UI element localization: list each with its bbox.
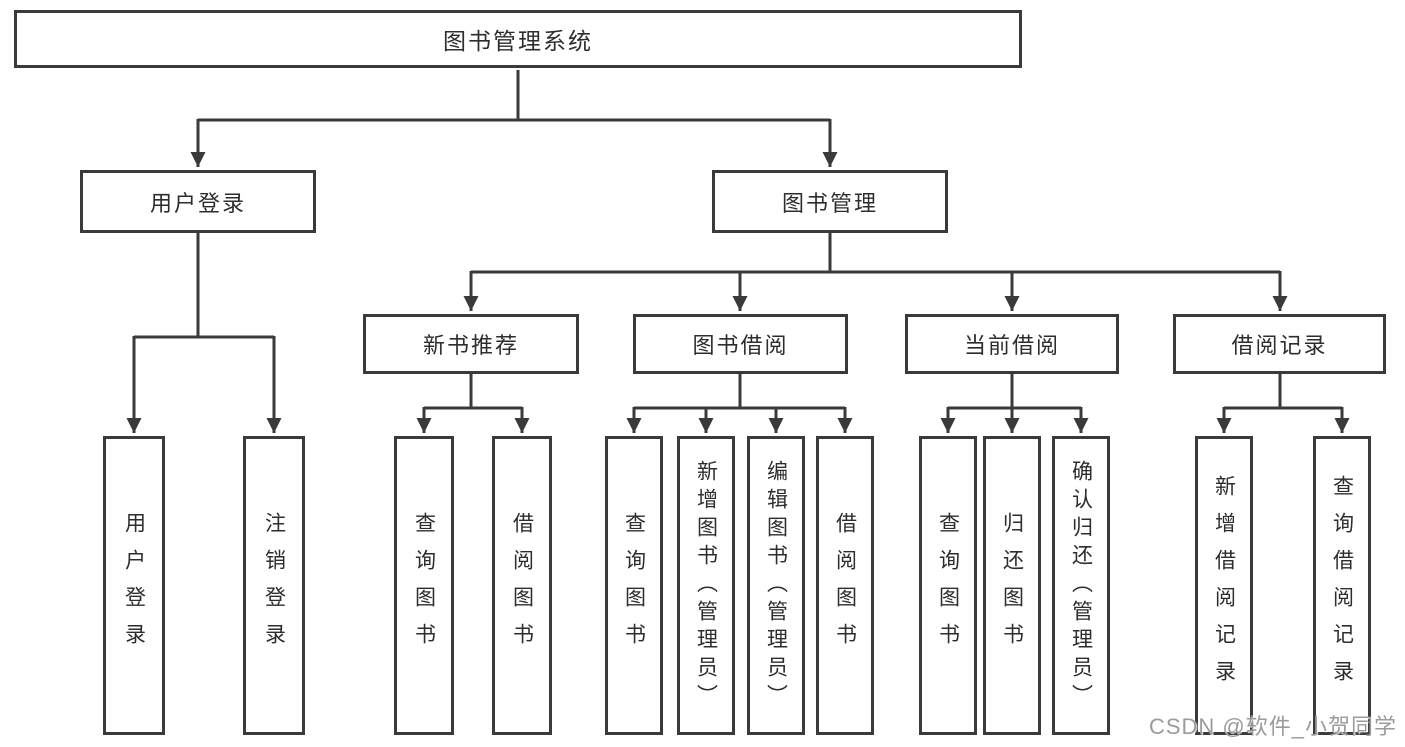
leaf-label: 查询借阅记录 (1330, 474, 1354, 697)
leaf-label: 归还图书 (1000, 511, 1024, 660)
leaf-newbook-query-books: 查询图书 (394, 436, 454, 735)
node-user-login: 用户登录 (80, 170, 316, 233)
node-current-borrowing: 当前借阅 (905, 314, 1119, 374)
node-book-borrowing: 图书借阅 (633, 314, 848, 374)
node-label: 图书借阅 (692, 333, 789, 358)
leaf-label: 借阅图书 (833, 511, 857, 660)
leaf-label: 新增图书（管理员） (694, 459, 718, 712)
node-new-book-recommend: 新书推荐 (363, 314, 579, 374)
leaf-add-books-admin: 新增图书（管理员） (677, 436, 735, 735)
leaf-add-borrow-record: 新增借阅记录 (1195, 436, 1253, 735)
node-label: 图书管理 (781, 190, 878, 216)
leaf-label: 查询图书 (936, 511, 960, 660)
leaf-user-login: 用户登录 (103, 436, 165, 735)
leaf-label: 查询图书 (622, 511, 646, 660)
csdn-watermark: CSDN @软件_小贺同学 (1148, 714, 1397, 739)
leaf-label: 新增借阅记录 (1212, 474, 1236, 697)
leaf-label: 查询图书 (412, 511, 436, 660)
node-label: 借阅记录 (1231, 333, 1328, 358)
leaf-label: 注销登录 (262, 511, 286, 660)
node-label: 当前借阅 (963, 333, 1060, 358)
leaf-edit-books-admin: 编辑图书（管理员） (747, 436, 805, 735)
leaf-current-query-books: 查询图书 (919, 436, 977, 735)
leaf-query-borrow-record: 查询借阅记录 (1313, 436, 1371, 735)
node-library-management-system: 图书管理系统 (14, 10, 1022, 68)
leaf-label: 用户登录 (122, 511, 146, 660)
node-label: 新书推荐 (422, 333, 519, 358)
leaf-newbook-borrow-books: 借阅图书 (492, 436, 552, 735)
leaf-label: 编辑图书（管理员） (764, 459, 788, 712)
leaf-borrow-query-books: 查询图书 (605, 436, 663, 735)
leaf-logout: 注销登录 (243, 436, 305, 735)
leaf-confirm-return-admin: 确认归还（管理员） (1052, 436, 1110, 735)
leaf-borrow-books: 借阅图书 (816, 436, 874, 735)
node-label: 图书管理系统 (443, 28, 593, 54)
leaf-return-books: 归还图书 (983, 436, 1041, 735)
node-book-management: 图书管理 (712, 170, 948, 233)
node-borrow-records: 借阅记录 (1173, 314, 1386, 374)
leaf-label: 借阅图书 (510, 511, 534, 660)
node-label: 用户登录 (149, 190, 246, 216)
leaf-label: 确认归还（管理员） (1069, 459, 1093, 712)
